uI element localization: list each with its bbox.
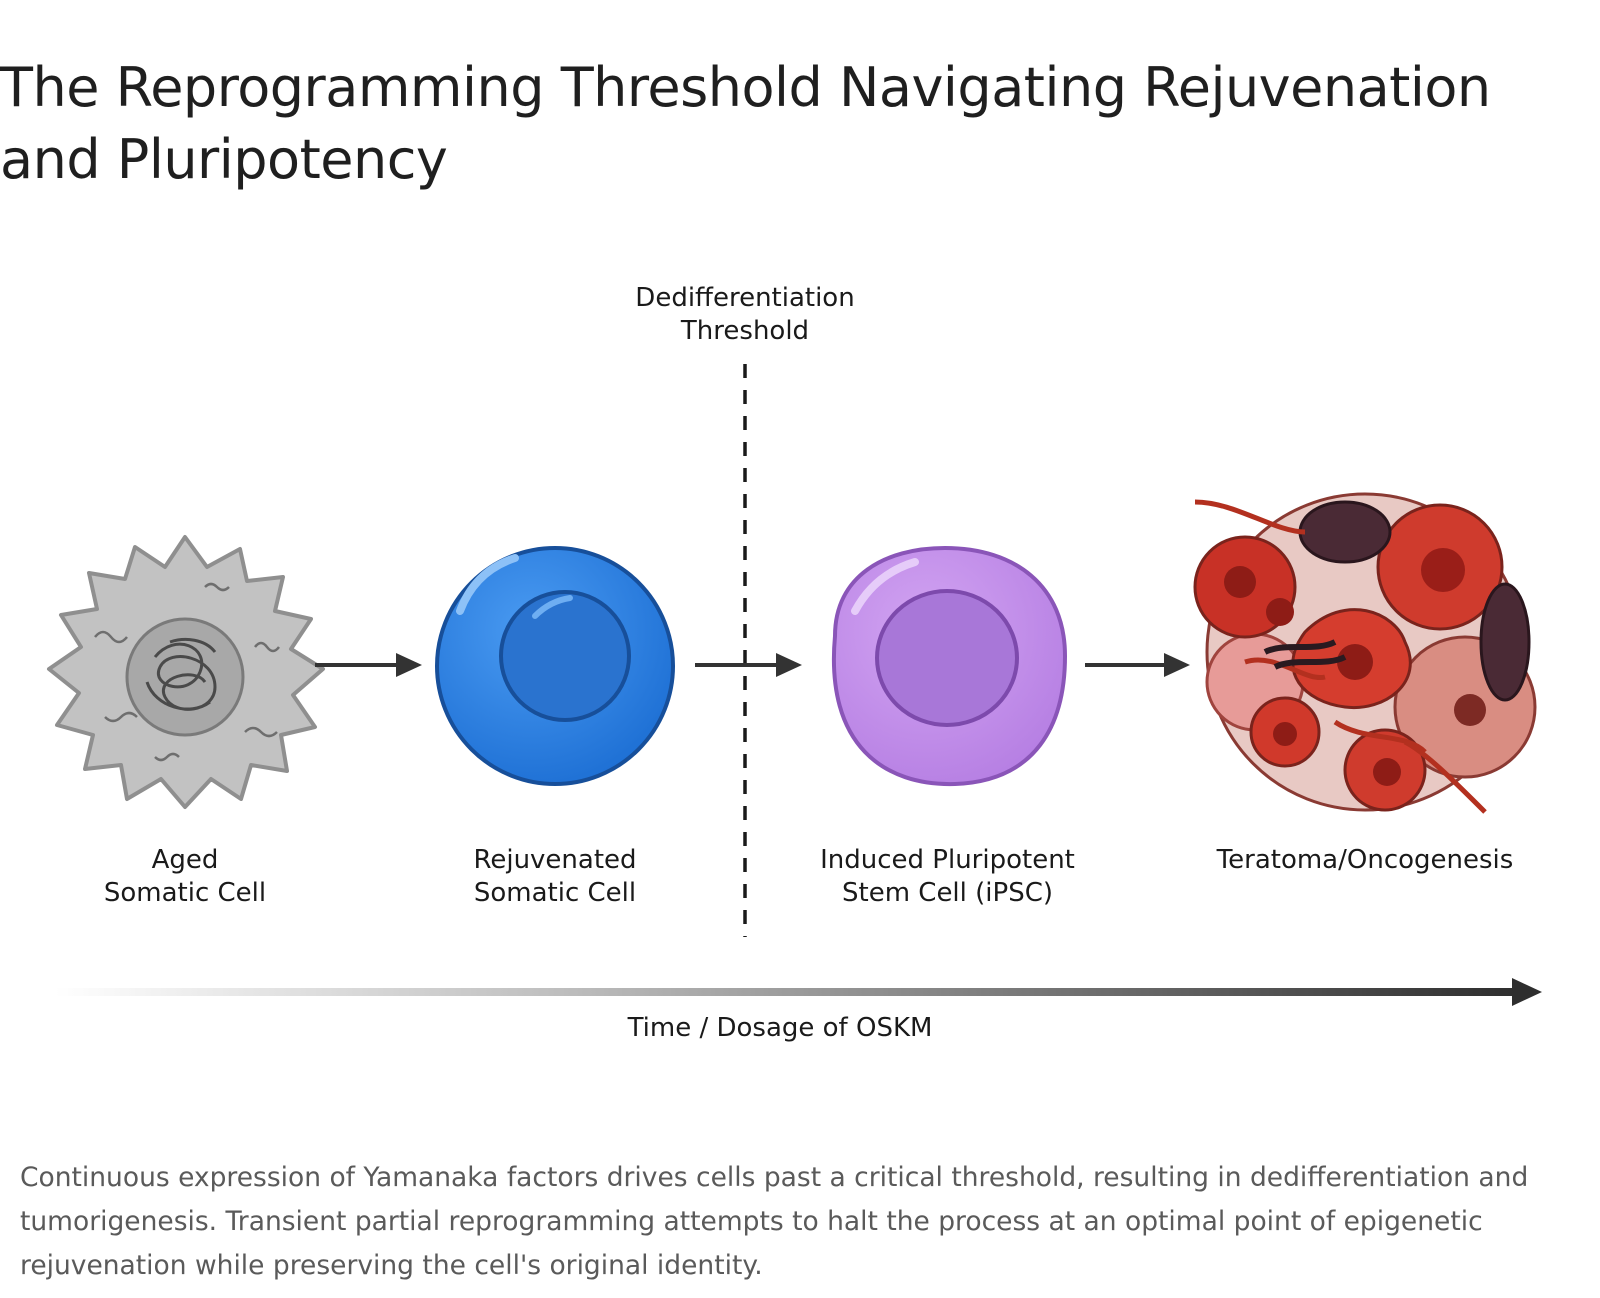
teratoma-icon: [1193, 492, 1537, 814]
stage-label-ipsc: Induced Pluripotent Stem Cell (iPSC): [820, 845, 1075, 908]
stage-label-teratoma: Teratoma/Oncogenesis: [1216, 845, 1514, 875]
reprogramming-diagram: Dedifferentiation Threshold Aged Somatic…: [0, 232, 1600, 1112]
diagram-canvas: [47, 364, 1542, 1006]
axis-label: Time / Dosage of OSKM: [627, 1013, 933, 1043]
ipsc-icon: [831, 545, 1068, 787]
arrow-3: [1085, 653, 1190, 677]
stage-label-aged: Aged Somatic Cell: [103, 845, 267, 908]
rejuvenated-somatic-cell-icon: [435, 546, 675, 786]
arrow-2: [695, 653, 802, 677]
threshold-label: Dedifferentiation Threshold: [635, 283, 855, 346]
aged-somatic-cell-icon: [47, 535, 325, 809]
arrow-1: [315, 653, 422, 677]
dosage-axis: [55, 978, 1542, 1006]
stage-label-rejuvenated: Rejuvenated Somatic Cell: [473, 845, 637, 908]
figure-caption: Continuous expression of Yamanaka factor…: [20, 1162, 1529, 1281]
page-title: The Reprogramming Threshold Navigating R…: [0, 56, 1491, 191]
